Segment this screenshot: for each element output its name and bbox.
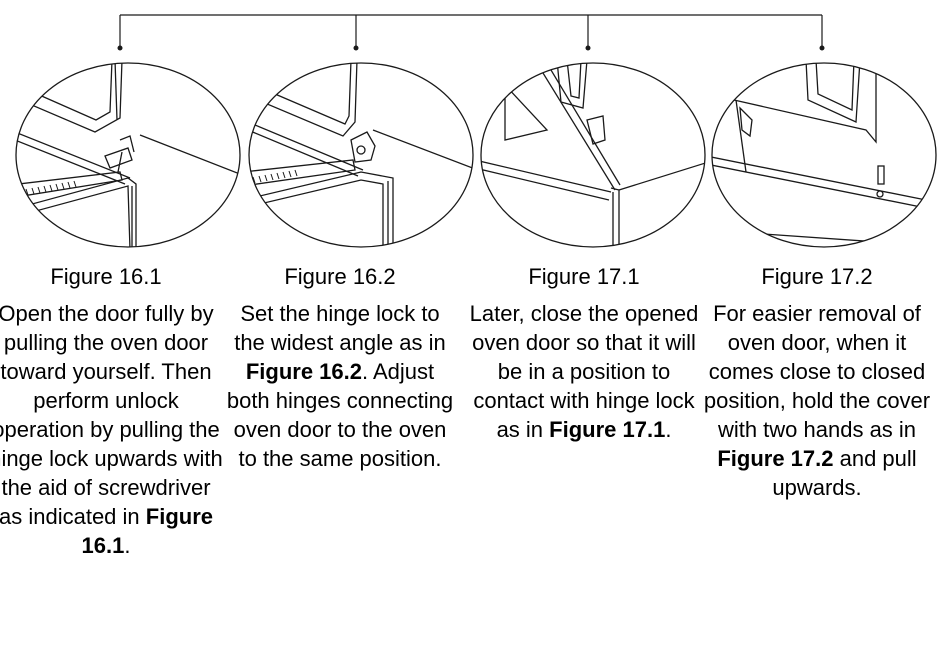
step-17-2-caption: Figure 17.2 For easier removal of oven d… xyxy=(699,262,935,502)
figure-17-1-illustration xyxy=(475,60,711,250)
step-16-1-text-part: Open the door fully by pulling the oven … xyxy=(0,301,223,529)
figure-16-2-illustration xyxy=(243,60,479,250)
figure-17-1-reference: Figure 17.1 xyxy=(549,417,666,442)
figure-17-2-label: Figure 17.2 xyxy=(761,264,873,289)
step-17-1-caption: Figure 17.1 Later, close the opened oven… xyxy=(466,262,702,444)
figure-17-2-reference: Figure 17.2 xyxy=(717,446,834,471)
figure-16-2-label: Figure 16.2 xyxy=(284,264,396,289)
figure-16-2-reference: Figure 16.2 xyxy=(245,359,362,384)
step-17-1-text-end: . xyxy=(665,417,672,442)
step-16-2-text-end: . Adjust both hinges connecting oven doo… xyxy=(226,359,454,471)
figure-17-2-illustration xyxy=(706,60,942,250)
figure-16-1-label: Figure 16.1 xyxy=(50,264,162,289)
figure-connector-bracket xyxy=(117,14,825,51)
step-16-2-text: Set the hinge lock to the widest angle a… xyxy=(222,299,458,473)
step-16-2-caption: Figure 16.2 Set the hinge lock to the wi… xyxy=(222,262,458,473)
step-17-2-text: For easier removal of oven door, when it… xyxy=(699,299,935,502)
figure-17-1-label: Figure 17.1 xyxy=(528,264,640,289)
step-17-1-text: Later, close the opened oven door so tha… xyxy=(466,299,702,444)
step-16-2-text-part: Set the hinge lock to the widest angle a… xyxy=(234,301,446,355)
step-17-1-text-part: Later, close the opened oven door so tha… xyxy=(469,301,699,442)
step-17-2-text-part: For easier removal of oven door, when it… xyxy=(703,301,931,442)
figure-16-1-illustration xyxy=(10,60,246,250)
step-16-1-text: Open the door fully by pulling the oven … xyxy=(0,299,224,560)
step-17-2-text-end: and pull upwards. xyxy=(772,446,917,500)
step-16-1-caption: Figure 16.1 Open the door fully by pulli… xyxy=(0,262,224,560)
step-16-1-text-end: . xyxy=(124,533,131,558)
figure-16-1-reference: Figure 16.1 xyxy=(81,504,213,558)
